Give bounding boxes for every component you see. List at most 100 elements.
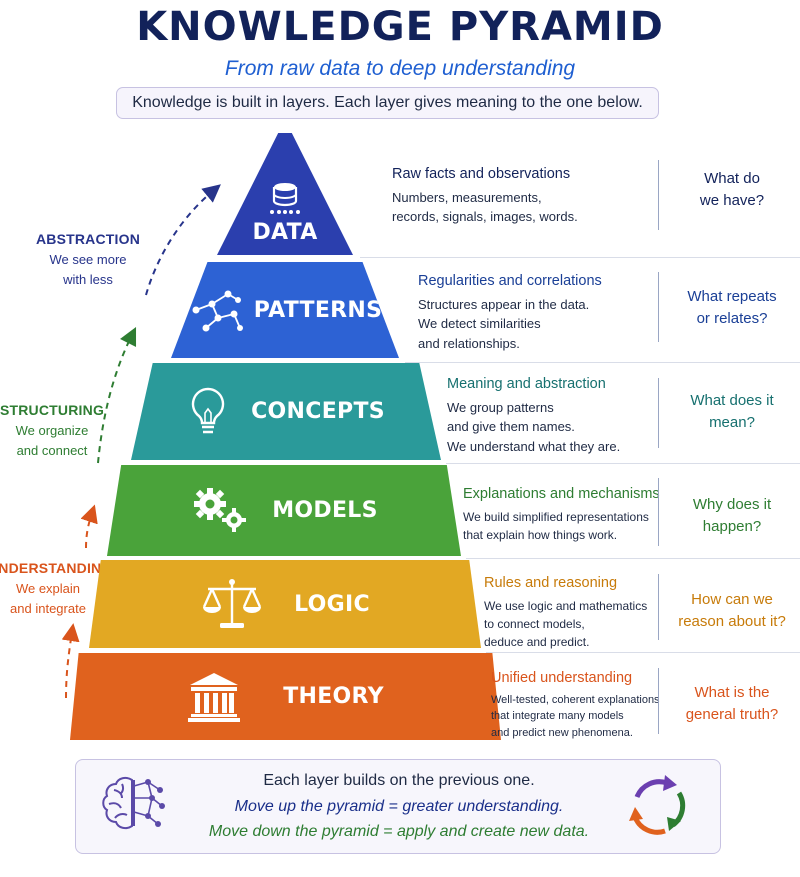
description-line: and predict new phenomena. [491,726,633,739]
question-line: How can we [691,591,773,608]
network-icon [192,290,243,332]
footer-line-2: Move up the pyramid = greater understand… [234,797,564,815]
question-divider [658,668,659,734]
description-data: Raw facts and observations Numbers, meas… [392,164,578,227]
description-line: Well-tested, coherent explanations [491,693,660,706]
question-line: Why does it [692,496,772,513]
question-logic: How can we reason about it? [658,589,798,633]
description-head: Explanations and mechanisms [463,486,660,502]
footer-line-3: Move down the pyramid = apply and create… [208,823,590,841]
page-subtitle: From raw data to deep understanding [224,57,576,80]
question-line: What repeats [687,288,777,305]
separator-line [405,362,800,363]
question-models: Why does it happen? [658,494,798,538]
description-line: Structures appear in the data. [418,296,590,312]
description-line: that integrate many models [491,710,624,723]
description-line: deduce and predict. [484,634,590,649]
side-label-understanding: UNDERSTANDING We explain and integrate [0,558,113,618]
question-line: What does it [690,392,774,409]
question-line: or relates? [696,309,768,327]
description-head: Meaning and abstraction [447,376,606,392]
description-line: We detect similarities [418,316,541,332]
layer-theory: THEORY [70,653,501,740]
intro-banner: Knowledge is built in layers. Each layer… [116,87,659,119]
layer-name: DATA [252,219,318,245]
gears-icon [194,487,247,532]
description-head: Unified understanding [491,670,633,686]
layer-patterns: PATTERNS [171,262,399,358]
side-head: STRUCTURING [0,402,105,418]
temple-icon [188,672,241,722]
side-head: ABSTRACTION [35,231,141,247]
footer-panel: Each layer builds on the previous one. M… [75,759,721,854]
cycle-arrows-icon [629,775,686,835]
lightbulb-icon [191,387,225,433]
separator-line [446,463,800,464]
description-concepts: Meaning and abstraction We group pattern… [447,374,620,456]
layer-name: THEORY [283,684,384,709]
footer-text: Each layer builds on the previous one. M… [76,768,722,845]
layer-logic: LOGIC [89,560,481,648]
question-line: What do [704,170,760,187]
separator-line [486,652,800,653]
side-label-abstraction: ABSTRACTION We see more with less [28,229,148,289]
brain-network-icon [102,776,165,830]
description-line: records, signals, images, words. [392,209,578,225]
side-line: and connect [16,442,88,458]
description-line: that explain how things work. [463,527,618,542]
description-theory: Unified understanding Well-tested, coher… [491,668,660,741]
question-line: reason about it? [678,612,786,630]
description-patterns: Regularities and correlations Structures… [418,271,602,353]
question-line: mean? [709,413,755,431]
description-head: Raw facts and observations [392,166,571,182]
description-models: Explanations and mechanisms We build sim… [463,484,660,544]
separator-line [360,257,800,258]
arrow-understanding-upper [80,504,98,549]
question-patterns: What repeats or relates? [658,286,798,330]
intro-text: Knowledge is built in layers. Each layer… [132,94,643,111]
description-head: Regularities and correlations [418,273,602,289]
side-line: and integrate [10,600,86,616]
description-line: Numbers, measurements, [392,189,542,205]
database-icon [270,182,300,214]
layer-name: CONCEPTS [251,399,385,424]
question-data: What do we have? [658,168,798,212]
description-line: and give them names. [447,419,575,435]
question-theory: What is the general truth? [658,682,798,726]
description-line: We understand what they are. [447,438,621,454]
layer-concepts: CONCEPTS [131,363,441,460]
layer-models: MODELS [107,465,461,556]
question-divider [658,378,659,448]
question-line: What is the [694,684,770,701]
question-divider [658,272,659,342]
arrow-understanding [61,623,80,699]
description-line: to connect models, [484,616,585,631]
question-line: happen? [702,517,762,535]
question-concepts: What does it mean? [658,390,798,434]
page-title: KNOWLEDGE PYRAMID [136,4,664,50]
question-divider [658,160,659,230]
side-line: We organize [15,423,89,438]
side-head: UNDERSTANDING [0,560,113,576]
description-logic: Rules and reasoning We use logic and mat… [484,573,647,651]
scales-icon [202,579,262,628]
layer-data: DATA [217,133,353,255]
side-line: with less [63,271,113,287]
description-line: We group patterns [447,399,554,415]
side-label-structuring: STRUCTURING We organize and connect [0,400,112,460]
description-line: and relationships. [418,335,520,351]
question-line: general truth? [685,705,779,723]
separator-line [466,558,800,559]
question-divider [658,478,659,546]
footer-line-1: Each layer builds on the previous one. [263,772,535,789]
side-line: We explain [15,581,81,596]
question-line: we have? [699,191,765,209]
layer-name: PATTERNS [253,297,383,323]
description-line: We build simplified representations [463,509,649,524]
description-line: We use logic and mathematics [484,598,648,613]
question-divider [658,574,659,640]
layer-name: MODELS [272,498,378,523]
layer-name: LOGIC [294,591,370,617]
side-line: We see more [49,252,127,267]
description-head: Rules and reasoning [484,575,618,591]
